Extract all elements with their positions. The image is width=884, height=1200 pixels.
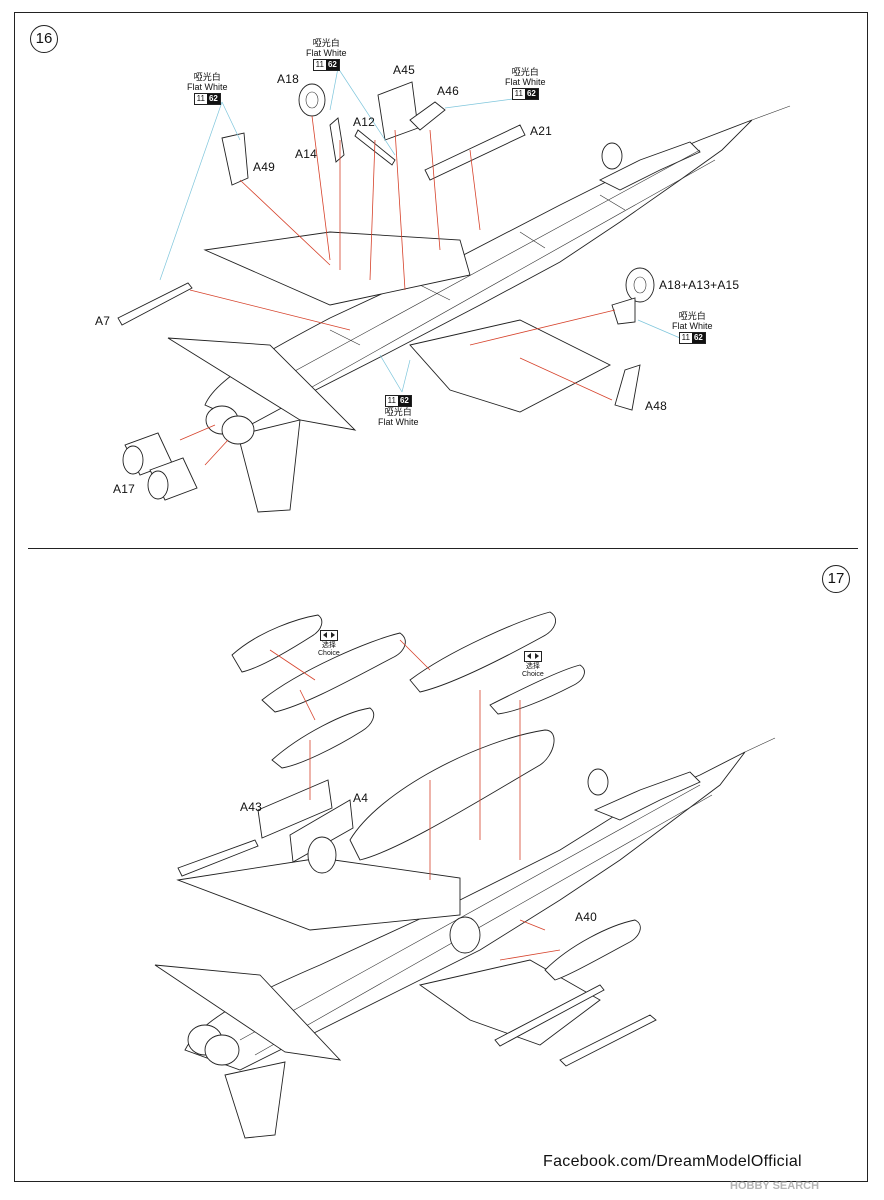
part-label-a17: A17 [113, 482, 135, 496]
choice-note-1: 选择 Choice [318, 630, 340, 658]
part-label-a21: A21 [530, 124, 552, 138]
part-label-a12: A12 [353, 115, 375, 129]
part-label-a43: A43 [240, 800, 262, 814]
part-label-a49: A49 [253, 160, 275, 174]
step-17-number: 17 [822, 565, 850, 593]
part-label-a18: A18 [277, 72, 299, 86]
part-label-a7: A7 [95, 314, 111, 328]
step16-aircraft-drawing [117, 67, 791, 513]
step-divider [28, 548, 858, 549]
part-label-a48: A48 [645, 399, 667, 413]
choice-arrows-icon [523, 651, 542, 662]
part-label-a18-a13-a15: A18+A13+A15 [659, 278, 740, 292]
part-label-a45: A45 [393, 63, 415, 77]
part-label-a4: A4 [353, 791, 369, 805]
choice-note-2: 选择 Choice [522, 651, 544, 679]
part-label-a46: A46 [437, 84, 459, 98]
footer-facebook-link[interactable]: Facebook.com/DreamModelOfficial [543, 1153, 802, 1170]
page-frame [14, 12, 868, 1182]
step-16-number: 16 [30, 25, 58, 53]
choice-arrows-icon [319, 630, 338, 641]
watermark: HOBBY SEARCH [730, 1180, 820, 1192]
part-label-a14: A14 [295, 147, 317, 161]
part-label-a40: A40 [575, 910, 597, 924]
step17-aircraft-drawing [154, 611, 776, 1139]
